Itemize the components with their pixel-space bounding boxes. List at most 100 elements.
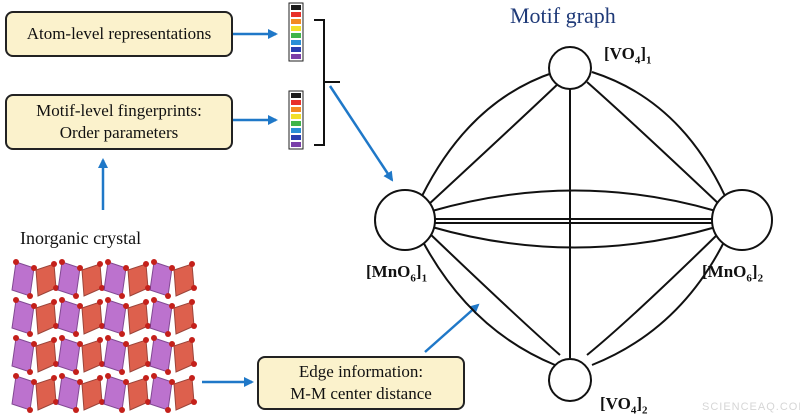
- oxygen-atom: [191, 323, 197, 329]
- oxygen-atom: [151, 259, 157, 265]
- oxygen-atom: [97, 261, 103, 267]
- oxygen-atom: [27, 331, 33, 337]
- oxygen-atom: [189, 375, 195, 381]
- oxygen-atom: [165, 407, 171, 413]
- oxygen-atom: [77, 379, 83, 385]
- colorbar-segment: [291, 114, 301, 119]
- oxygen-atom: [53, 285, 59, 291]
- colorbar-segment: [291, 12, 301, 17]
- vo4-polyhedron: [149, 299, 173, 335]
- oxygen-atom: [145, 361, 151, 367]
- edge-left-right-c: [431, 226, 717, 249]
- label-vo4-1: [VO4]1: [604, 44, 652, 67]
- oxygen-atom: [169, 303, 175, 309]
- colorbar-segment: [291, 47, 301, 52]
- edge-info-box: Edge information: M-M center distance: [257, 356, 465, 410]
- colorbar-segment: [291, 107, 301, 112]
- colorbar-segment: [291, 33, 301, 38]
- oxygen-atom: [143, 375, 149, 381]
- oxygen-atom: [145, 285, 151, 291]
- oxygen-atom: [27, 369, 33, 375]
- oxygen-atom: [189, 261, 195, 267]
- oxygen-atom: [13, 373, 19, 379]
- crystal-label: Inorganic crystal: [20, 228, 142, 248]
- vo4-polyhedron: [103, 299, 127, 335]
- vo4-polyhedron: [11, 261, 35, 297]
- oxygen-atom: [119, 293, 125, 299]
- vo4-polyhedron: [103, 375, 127, 411]
- oxygen-atom: [169, 265, 175, 271]
- oxygen-atom: [77, 341, 83, 347]
- oxygen-atom: [191, 399, 197, 405]
- oxygen-atom: [59, 297, 65, 303]
- colorbar-frame: [288, 90, 304, 150]
- vo4-polyhedron: [149, 337, 173, 373]
- atom-colorbar: [288, 2, 304, 62]
- oxygen-atom: [51, 337, 57, 343]
- oxygen-atom: [59, 373, 65, 379]
- oxygen-atom: [59, 259, 65, 265]
- oxygen-atom: [151, 335, 157, 341]
- oxygen-atom: [105, 335, 111, 341]
- oxygen-atom: [145, 399, 151, 405]
- colorbar-segment: [291, 135, 301, 140]
- oxygen-atom: [31, 303, 37, 309]
- label-mno6-2: [MnO6]2: [702, 262, 764, 285]
- colorbar-segment: [291, 93, 301, 98]
- oxygen-atom: [27, 293, 33, 299]
- motif-level-text-line2: Order parameters: [59, 123, 179, 142]
- edge-bottom-right-a: [591, 239, 726, 366]
- oxygen-atom: [143, 261, 149, 267]
- colorbar-segment: [291, 54, 301, 59]
- oxygen-atom: [119, 369, 125, 375]
- oxygen-atom: [53, 399, 59, 405]
- vo4-polyhedron: [57, 375, 81, 411]
- vo4-polyhedron: [57, 337, 81, 373]
- colorbar-segment: [291, 128, 301, 133]
- vo4-polyhedron: [57, 261, 81, 297]
- vo4-polyhedron: [149, 375, 173, 411]
- oxygen-atom: [151, 297, 157, 303]
- oxygen-atom: [123, 303, 129, 309]
- oxygen-atom: [13, 297, 19, 303]
- oxygen-atom: [53, 361, 59, 367]
- oxygen-atom: [123, 379, 129, 385]
- oxygen-atom: [31, 379, 37, 385]
- motif-level-text-line1: Motif-level fingerprints:: [36, 101, 202, 120]
- vo4-polyhedron: [103, 337, 127, 373]
- oxygen-atom: [51, 299, 57, 305]
- edge-top-right-a: [591, 71, 726, 197]
- arrow-edge-to-graph: [424, 303, 480, 353]
- oxygen-atom: [123, 341, 129, 347]
- oxygen-atom: [97, 375, 103, 381]
- oxygen-atom: [191, 361, 197, 367]
- node-mno6-2: [711, 189, 773, 251]
- oxygen-atom: [143, 337, 149, 343]
- oxygen-atom: [191, 285, 197, 291]
- oxygen-atom: [73, 331, 79, 337]
- graph-title: Motif graph: [510, 3, 616, 28]
- oxygen-atom: [73, 369, 79, 375]
- node-mno6-1: [374, 189, 436, 251]
- oxygen-atom: [189, 299, 195, 305]
- atom-level-box: Atom-level representations: [5, 11, 233, 57]
- label-vo4-2: [VO4]2: [600, 394, 648, 416]
- graph-edges: [421, 71, 726, 366]
- oxygen-atom: [165, 331, 171, 337]
- colorbar-segment: [291, 26, 301, 31]
- oxygen-atom: [119, 407, 125, 413]
- vo4-polyhedron: [11, 299, 35, 335]
- vo4-polyhedron: [57, 299, 81, 335]
- oxygen-atom: [189, 337, 195, 343]
- oxygen-atom: [13, 259, 19, 265]
- atom-level-text: Atom-level representations: [26, 24, 212, 43]
- oxygen-atom: [99, 323, 105, 329]
- oxygen-atom: [165, 293, 171, 299]
- edge-left-top-a: [421, 71, 556, 197]
- arrow-bracket-to-graph: [328, 85, 394, 182]
- colorbar-segment: [291, 121, 301, 126]
- oxygen-atom: [77, 303, 83, 309]
- oxygen-atom: [165, 369, 171, 375]
